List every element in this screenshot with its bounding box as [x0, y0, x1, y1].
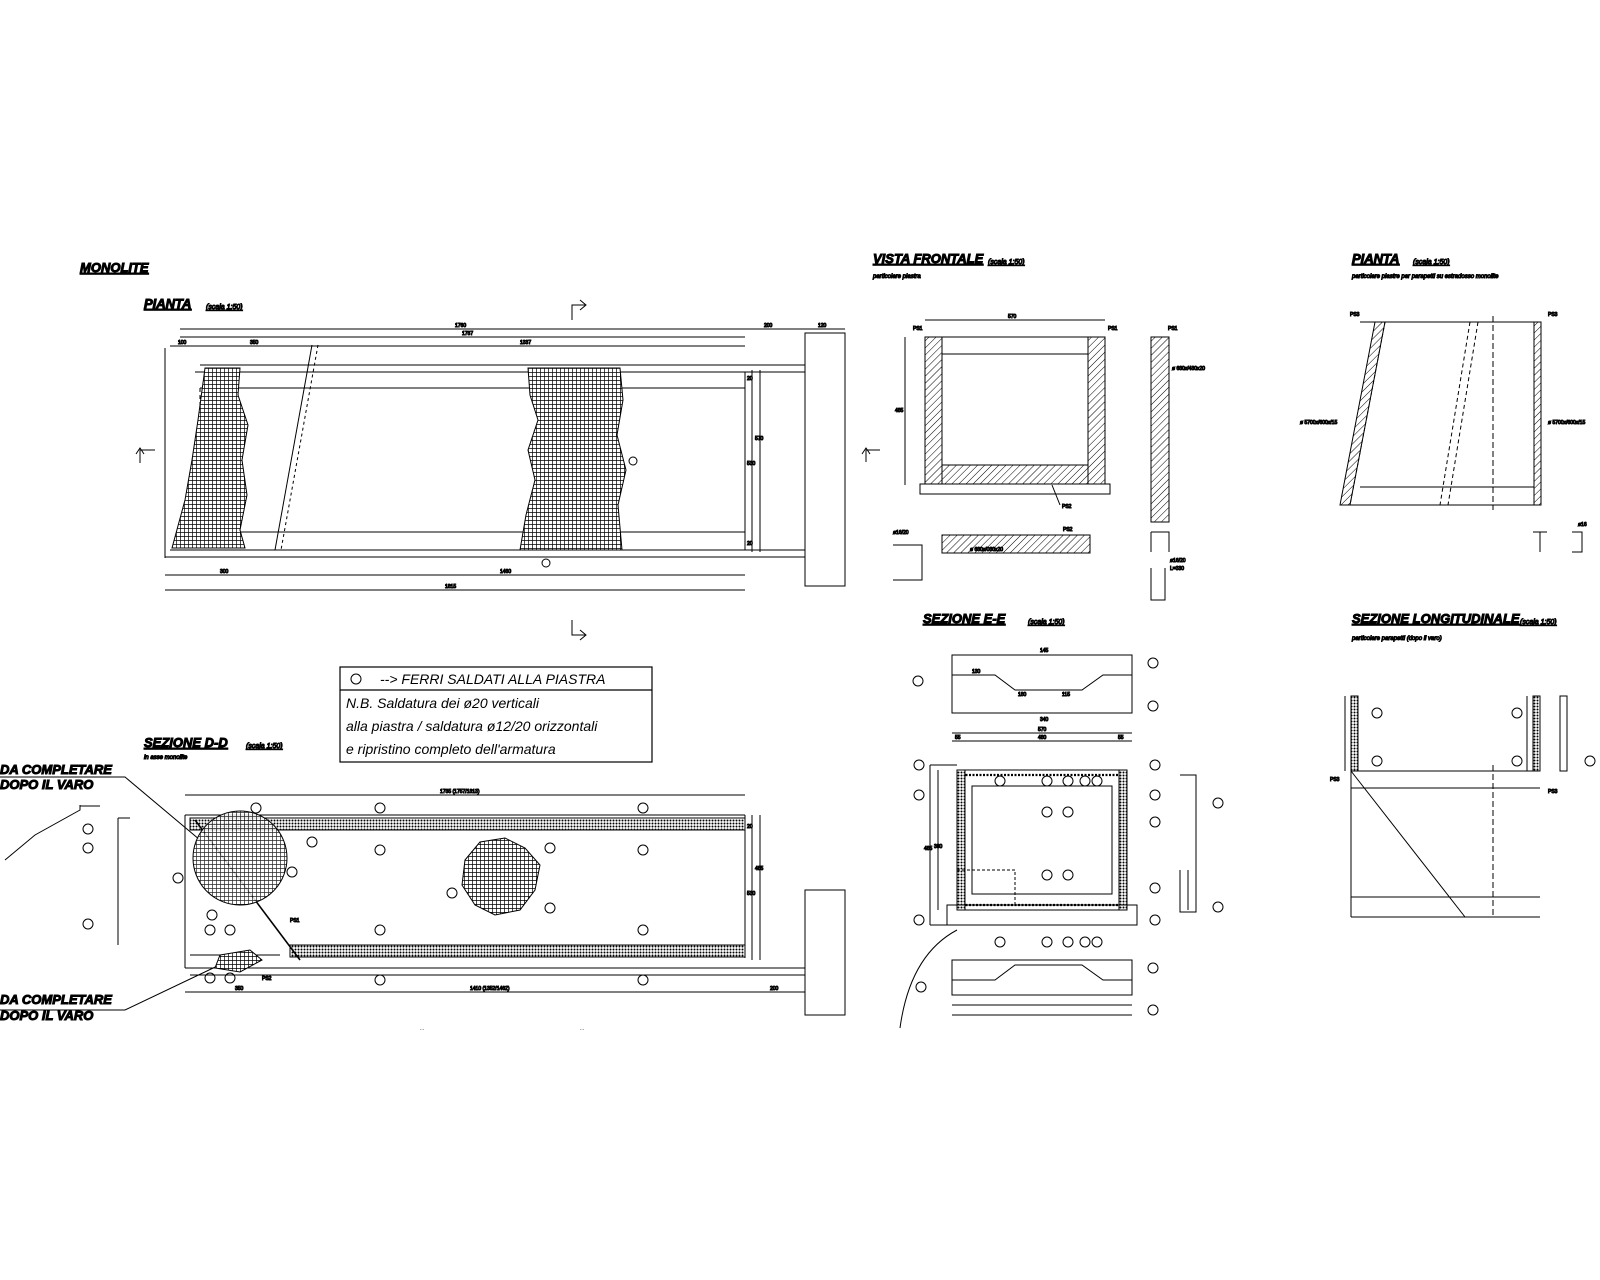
front-section-arrow [861, 447, 880, 462]
front-tag-u2: L=330 [1170, 566, 1184, 572]
ee-dim-s-b: 180 [1018, 692, 1027, 698]
front-tag-plate: ø 680x/080x20 [970, 547, 1003, 553]
section-long: SEZIONE LONGITUDINALE (scala 1:50) parti… [1330, 611, 1596, 918]
front-tag-ps2b: PS2 [1063, 527, 1073, 533]
plan-view: MONOLITE PIANTA (scala 1:50) 1760 1787 1… [80, 260, 846, 641]
plan-right-title: PIANTA [1352, 251, 1399, 266]
complete-note-top-2: DOPO IL VARO [0, 777, 93, 792]
complete-note-bottom-2: DOPO IL VARO [0, 1008, 93, 1023]
long-tag-ps3b: PS3 [1548, 789, 1558, 795]
ee-dim-s-a: 130 [972, 669, 981, 675]
plan-dim-total: 1760 [455, 323, 466, 329]
dd-dim-bottom-c: 200 [770, 986, 779, 992]
front-tag-bar: ø16/20 [893, 530, 909, 536]
section-ee-title: SEZIONE E-E [923, 611, 1006, 626]
dd-dim-v1: 20 [747, 824, 753, 830]
front-tag-ps1b: PS1 [1108, 326, 1118, 332]
note-box: --> FERRI SALDATI ALLA PIASTRA N.B. Sald… [339, 666, 653, 763]
note-line-3: e ripristino completo dell'armatura [346, 741, 556, 757]
ee-dim-mid: 480 [1038, 735, 1047, 741]
ee-dim-side-b: 55 [1118, 735, 1124, 741]
section-long-scale: (scala 1:50) [1520, 619, 1557, 626]
section-dd: SEZIONE D-D (scala 1:50) in asse monolit… [0, 735, 846, 1024]
section-dd-subtitle: in asse monolite [144, 755, 188, 761]
section-arrow-top [571, 299, 587, 320]
front-tag-ps2: PS2 [1062, 504, 1072, 510]
dd-dim-v3: 485 [755, 866, 764, 872]
dd-tag-ps2: PS2 [262, 976, 272, 982]
plan-right-scale: (scala 1:50) [1413, 259, 1450, 266]
section-ee-scale: (scala 1:50) [1028, 619, 1065, 626]
section-long-title: SEZIONE LONGITUDINALE [1352, 611, 1520, 626]
section-ee: SEZIONE E-E (scala 1:50) 145 130 180 115… [899, 611, 1224, 1029]
ee-dim-h2: 380 [934, 844, 943, 850]
bottom-mark-1: ... [420, 1026, 424, 1032]
section-dd-scale: (scala 1:50) [246, 743, 283, 750]
plan-dim-bottom-total: 1815 [445, 584, 456, 590]
front-title: VISTA FRONTALE [873, 251, 984, 266]
front-dim-height: 485 [895, 408, 904, 414]
dd-dim-bottom-a: 350 [235, 986, 244, 992]
long-tag-ps3a: PS3 [1330, 777, 1340, 783]
section-dd-title: SEZIONE D-D [144, 735, 228, 750]
section-arrow-left [135, 447, 155, 463]
monolite-title: MONOLITE [80, 260, 149, 275]
ee-dim-s-bot: 340 [1040, 717, 1049, 723]
front-view: VISTA FRONTALE (scala 1:50) particolare … [861, 251, 1206, 601]
plan-right: PIANTA (scala 1:50) particolare piastre … [1300, 251, 1587, 553]
plan-dim-v1: 20 [747, 376, 753, 382]
plan-dim-left-b: 350 [250, 340, 259, 346]
ee-dim-top: 570 [1038, 727, 1047, 733]
dd-dim-v2: 530 [747, 891, 756, 897]
dd-dim-top: 1785 (1757/1813) [440, 789, 480, 795]
front-tag-side: ø 680x/480x20 [1172, 366, 1205, 372]
plan-dim-mid: 1337 [520, 340, 531, 346]
note-line-1: N.B. Saldatura dei ø20 verticali [346, 695, 540, 711]
plan-right-tag-t: ø16 [1578, 522, 1587, 528]
section-long-subtitle: particolare parapetti (dopo il varo) [1351, 636, 1442, 642]
plan-right-tag-right: ø 5700x/600x/15 [1548, 420, 1585, 426]
front-tag-u: ø16/20 [1170, 558, 1186, 564]
plan-dim-right-a: 200 [764, 323, 773, 329]
front-tag-ps1c: PS1 [1168, 326, 1178, 332]
front-tag-ps1a: PS1 [913, 326, 923, 332]
plan-dim-v2: 530 [747, 461, 756, 467]
plan-dim-v3: 570 [755, 436, 764, 442]
plan-dim-sub: 1787 [462, 331, 473, 337]
section-arrow-bottom [571, 620, 587, 641]
plan-dim-v4: 20 [747, 541, 753, 547]
plan-right-subtitle: particolare piastre per parapetti su est… [1351, 274, 1499, 280]
plan-title: PIANTA [144, 296, 191, 311]
bottom-mark-2: ... [580, 1026, 584, 1032]
note-line-2: alla piastra / saldatura ø12/20 orizzont… [346, 718, 598, 734]
plan-dim-bottom-a: 300 [220, 569, 229, 575]
plan-right-tag-ps3b: PS3 [1548, 312, 1558, 318]
complete-note-bottom-1: DA COMPLETARE [0, 992, 112, 1007]
plan-dim-right-b: 120 [818, 323, 827, 329]
ee-dim-h: 485 [924, 846, 933, 852]
front-dim-width: 570 [1008, 314, 1017, 320]
note-legend: --> FERRI SALDATI ALLA PIASTRA [380, 671, 605, 687]
ee-dim-side-a: 55 [955, 735, 961, 741]
complete-note-top-1: DA COMPLETARE [0, 762, 112, 777]
plan-right-tag-ps3a: PS3 [1350, 312, 1360, 318]
plan-scale: (scala 1:50) [206, 304, 243, 311]
plan-right-tag-left: ø 5700x/600x/15 [1300, 420, 1337, 426]
ee-dim-s-c: 115 [1062, 692, 1070, 698]
dd-tag-ps1: PS1 [290, 918, 300, 924]
dd-dim-bottom-b: 1410 (1352/1462) [470, 986, 510, 992]
ee-dim-s-top: 145 [1040, 648, 1049, 654]
plan-dim-bottom-b: 1460 [500, 569, 511, 575]
front-scale: (scala 1:50) [988, 259, 1025, 266]
plan-dim-left-a: 100 [178, 340, 187, 346]
front-subtitle: particolare piastra [872, 274, 921, 280]
